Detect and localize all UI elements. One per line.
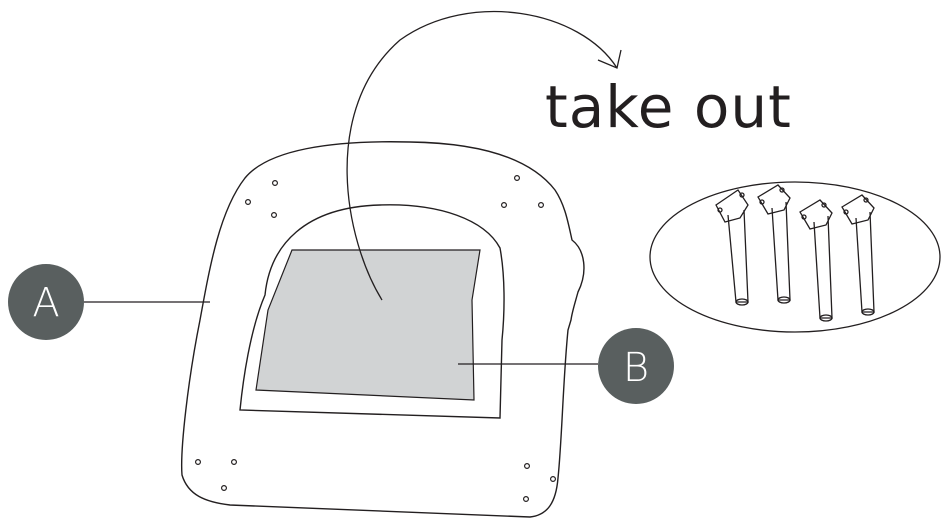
callout-a-label: A [32,280,59,326]
arrow-head [597,49,622,69]
leg [799,199,833,322]
seat-frame [181,141,585,518]
leg [757,184,791,304]
legs-callout-ellipse [649,181,941,333]
take-out-instruction: take out [545,73,792,141]
callout-b-badge [598,328,674,404]
take-out-arrow [346,10,618,301]
callout-a-badge [8,264,84,340]
leg [841,194,875,316]
callout-b-label: B [623,345,649,391]
screw-holes [195,175,556,503]
leg [715,189,749,306]
frame-opening [239,204,505,419]
foam-pad [255,249,481,401]
